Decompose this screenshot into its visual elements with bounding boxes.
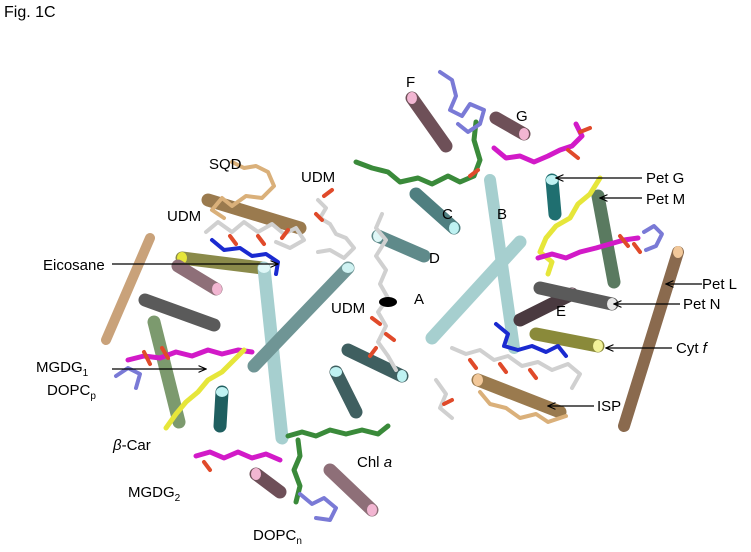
chl-bottom-green (285, 423, 391, 439)
label-udm-left: UDM (167, 208, 201, 225)
magenta-right-red (618, 234, 642, 254)
label-isp: ISP (597, 398, 621, 415)
label-cyt-main: Cyt (676, 340, 703, 357)
label-sqd: SQD (209, 156, 242, 173)
label-bcar-suffix: -Car (122, 437, 151, 454)
udm-center-marker (379, 297, 397, 307)
helix-tan-left (101, 233, 155, 345)
mgdg1-magenta (125, 347, 255, 363)
label-mgdg2-main: MGDG (128, 484, 175, 501)
helix-teal-right (545, 173, 562, 221)
yellow-right (537, 175, 603, 277)
label-dopcp-sub: p (90, 391, 96, 402)
label-chl-italic: a (384, 454, 392, 471)
label-eicosane: Eicosane (43, 257, 105, 274)
helix-G (489, 111, 531, 141)
helix-center-bottom (329, 365, 363, 419)
helix-F (405, 91, 453, 153)
label-pet-l: Pet L (702, 276, 737, 293)
helix-pet-m (591, 189, 621, 289)
udm-left-stick (204, 220, 306, 250)
label-pet-g: Pet G (646, 170, 684, 187)
chl-bottom-stem (291, 437, 303, 505)
udm-top-oxygens (314, 188, 334, 222)
label-chl-a: Chl a (357, 454, 392, 471)
helix-pet-l (618, 246, 684, 432)
label-mgdg1-main: MGDG (36, 359, 83, 376)
helix-isp (471, 373, 567, 419)
helix-label-G: G (516, 108, 528, 125)
helix-olive-left (147, 315, 186, 429)
lipid-label-group: SQD UDM UDM UDM Eicosane MGDG1 DOPCp β-C… (36, 156, 392, 547)
udm-right-oxygens (442, 358, 538, 406)
label-udm-center: UDM (331, 300, 365, 317)
helix-teal-left (213, 385, 229, 433)
helix-mauve-bottom-left (249, 467, 287, 499)
udm-center-oxygens (368, 316, 396, 358)
helix-cyt-f (529, 327, 605, 353)
udm-top-stick (316, 198, 356, 260)
label-cyt-italic: f (703, 340, 709, 357)
label-mgdg2: MGDG2 (128, 484, 181, 504)
udm-center-stick (374, 212, 398, 372)
udm-right-stick (450, 346, 582, 390)
dopcp-purple (114, 366, 142, 390)
bcar-yellow (163, 347, 247, 431)
magenta-g-red (566, 126, 592, 160)
subunit-label-group: Pet G Pet M Pet L Pet N Cyt f ISP (597, 170, 737, 415)
label-cyt-f: Cyt f (676, 340, 709, 357)
chl-top-green (353, 119, 483, 187)
helix-gray-left (138, 293, 221, 332)
helix-C (409, 187, 461, 235)
helix-darkteal-left (247, 261, 355, 373)
helix-label-C: C (442, 206, 453, 223)
label-pet-m: Pet M (646, 191, 685, 208)
mgdg2-red (202, 460, 212, 472)
helix-A (425, 235, 527, 345)
label-dopcn-sub: n (296, 536, 302, 547)
label-mgdg1: MGDG1 (36, 359, 89, 379)
helix-label-D: D (429, 250, 440, 267)
helix-mauve-bottom (323, 463, 379, 517)
udm-right-stick-2 (434, 378, 454, 420)
purple-top (438, 70, 486, 134)
mgdg2-magenta (193, 449, 283, 463)
label-mgdg2-sub: 2 (175, 493, 181, 504)
label-bcar-prefix: β (112, 437, 122, 454)
dopcn-purple (298, 492, 338, 522)
udm-left-oxygens (228, 228, 290, 246)
helix-mauve-left (171, 259, 223, 296)
helix-label-B: B (497, 206, 507, 223)
label-mgdg1-sub: 1 (83, 368, 89, 379)
label-pet-n: Pet N (683, 296, 721, 313)
label-chl-main: Chl (357, 454, 384, 471)
isp-tan (478, 390, 568, 424)
label-dopcp-main: DOPC (47, 382, 91, 399)
label-dopcn: DOPCn (253, 527, 302, 547)
mgdg1-red (142, 346, 170, 366)
figure-title: Fig. 1C (4, 4, 56, 21)
label-bcar: β-Car (112, 437, 151, 454)
magenta-g (491, 121, 585, 165)
arrow-group (112, 178, 702, 406)
label-udm-top: UDM (301, 169, 335, 186)
chl-top-red (468, 168, 480, 178)
helix-tan-sqd (201, 193, 307, 235)
helix-center-lower (341, 343, 409, 383)
helix-label-E: E (556, 303, 566, 320)
purple-right (642, 224, 664, 252)
helix-label-F: F (406, 74, 415, 91)
label-dopcp: DOPCp (47, 382, 96, 402)
sqd-stick (210, 160, 276, 220)
helix-label-A: A (414, 291, 424, 308)
helix-label-group: F G C B D A E (406, 74, 566, 320)
label-dopcn-main: DOPC (253, 527, 297, 544)
blue-chain-right (494, 322, 568, 358)
